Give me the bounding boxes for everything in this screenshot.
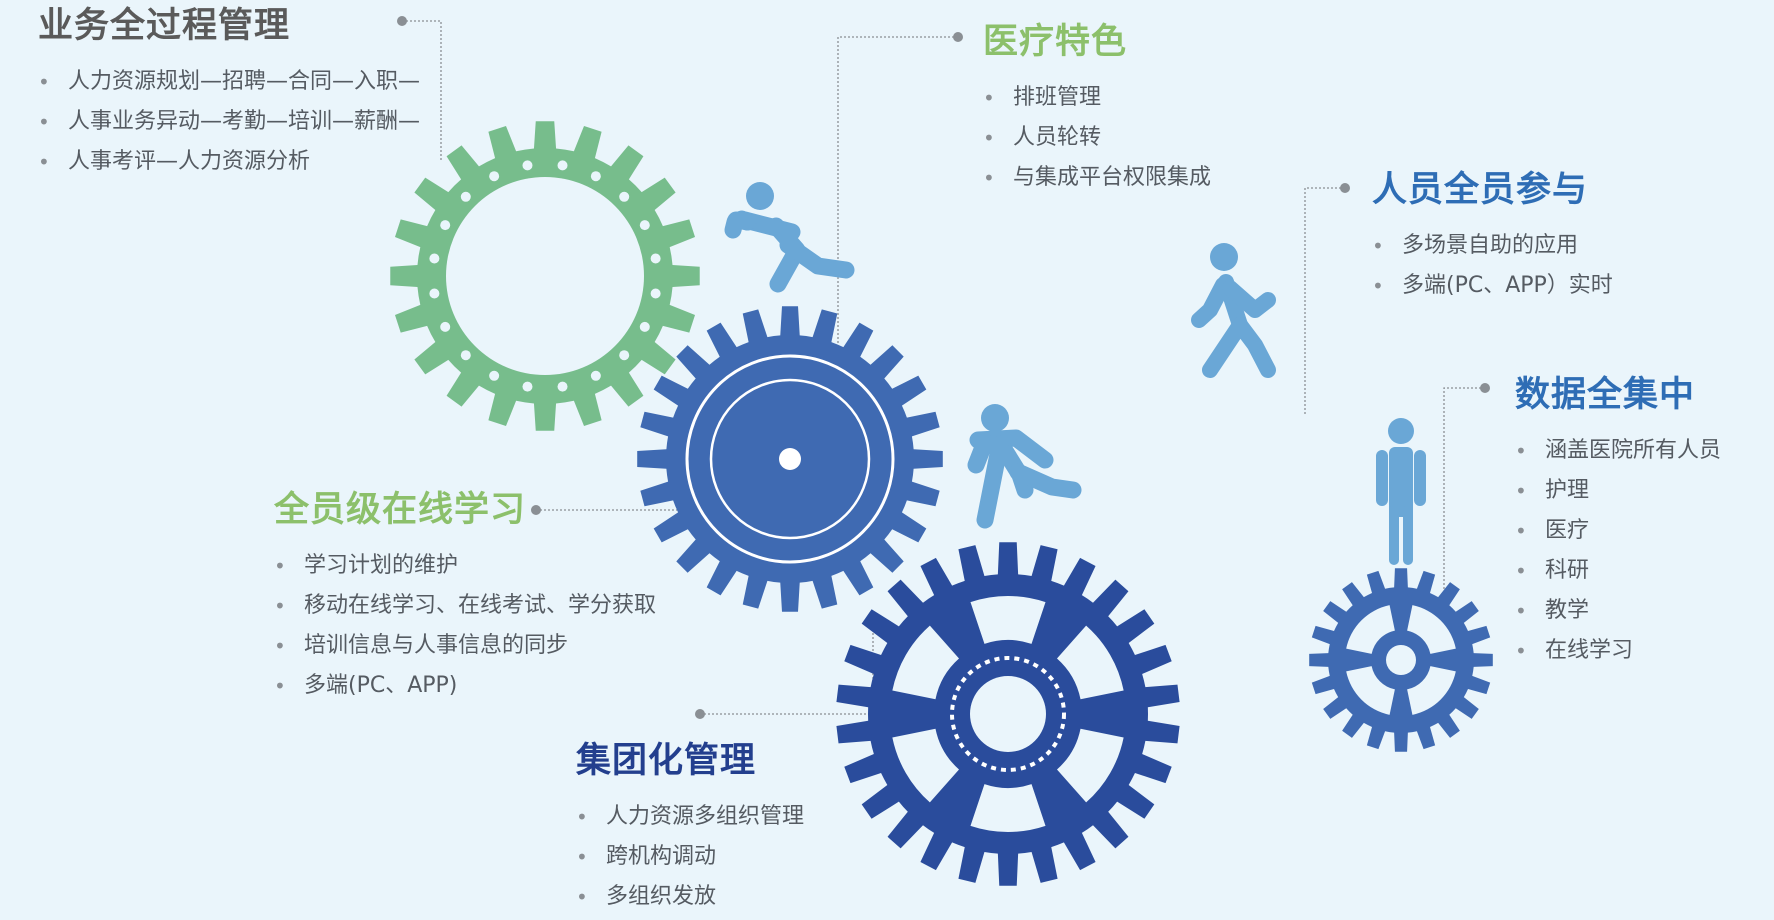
walking-person-icon [1191,243,1276,378]
leader-dots [397,16,1490,719]
leader-dot-business [397,16,407,26]
list-item: 教学 [1515,591,1721,631]
list-item: 多端(PC、APP）实时 [1372,266,1613,306]
leader-line-data [1443,387,1485,610]
section-data-list: 涵盖医院所有人员 护理 医疗 科研 教学 在线学习 [1515,431,1721,671]
list-item: 人力资源多组织管理 [576,797,804,837]
navy-gear-icon [836,542,1180,886]
section-medical: 医疗特色 排班管理 人员轮转 与集成平台权限集成 [983,22,1211,198]
leader-line-business [402,20,442,160]
list-item: 跨机构调动 [576,837,804,877]
list-item: 涵盖医院所有人员 [1515,431,1721,471]
leader-dot-group [695,709,705,719]
section-data-title: 数据全集中 [1515,375,1696,415]
list-item: 与集成平台权限集成 [983,158,1211,198]
list-item: 排班管理 [983,78,1211,118]
section-participation-title: 人员全员参与 [1372,170,1589,210]
list-item: 多端(PC、APP) [274,666,656,706]
leader-dot-medical [953,32,963,42]
list-item: 培训信息与人事信息的同步 [274,626,656,666]
leader-line-medical [837,36,958,390]
section-learning-list: 学习计划的维护 移动在线学习、在线考试、学分获取 培训信息与人事信息的同步 多端… [274,546,656,706]
list-item: 多组织发放 [576,877,804,917]
list-item: 学习计划的维护 [274,546,656,586]
list-item: 人力资源规划—招聘—合同—入职— [38,62,420,102]
leader-line-participation [1304,187,1345,415]
section-participation-list: 多场景自助的应用 多端(PC、APP）实时 [1372,226,1613,306]
list-item: 移动在线学习、在线考试、学分获取 [274,586,656,626]
section-learning-title: 全员级在线学习 [274,490,527,530]
section-business: 业务全过程管理 人力资源规划—招聘—合同—入职— 人事业务异动—考勤—培训—薪酬… [38,6,420,182]
leader-dot-participation [1340,183,1350,193]
list-item: 医疗 [1515,511,1721,551]
section-group-list: 人力资源多组织管理 跨机构调动 多组织发放 [576,797,804,917]
standing-person-icon [1376,418,1426,565]
small-blue-gear-icon [1309,568,1493,752]
list-item: 在线学习 [1515,631,1721,671]
section-medical-title: 医疗特色 [983,22,1128,62]
section-data: 数据全集中 涵盖医院所有人员 护理 医疗 科研 教学 在线学习 [1515,375,1721,671]
running-person-icon [724,182,855,293]
section-learning: 全员级在线学习 学习计划的维护 移动在线学习、在线考试、学分获取 培训信息与人事… [274,490,656,706]
section-business-title: 业务全过程管理 [38,6,291,46]
blue-gear-icon [637,306,943,612]
section-participation: 人员全员参与 多场景自助的应用 多端(PC、APP）实时 [1372,170,1613,306]
list-item: 护理 [1515,471,1721,511]
list-item: 人员轮转 [983,118,1211,158]
list-item: 科研 [1515,551,1721,591]
section-business-list: 人力资源规划—招聘—合同—入职— 人事业务异动—考勤—培训—薪酬— 人事考评—人… [38,62,420,182]
section-medical-list: 排班管理 人员轮转 与集成平台权限集成 [983,78,1211,198]
section-group-title: 集团化管理 [576,741,757,781]
list-item: 人事考评—人力资源分析 [38,142,420,182]
leader-dot-learning [531,505,541,515]
leader-dot-data [1480,383,1490,393]
section-group: 集团化管理 人力资源多组织管理 跨机构调动 多组织发放 [576,741,804,917]
running-person-icon [967,404,1082,529]
list-item: 多场景自助的应用 [1372,226,1613,266]
green-gear-icon [390,121,700,431]
list-item: 人事业务异动—考勤—培训—薪酬— [38,102,420,142]
